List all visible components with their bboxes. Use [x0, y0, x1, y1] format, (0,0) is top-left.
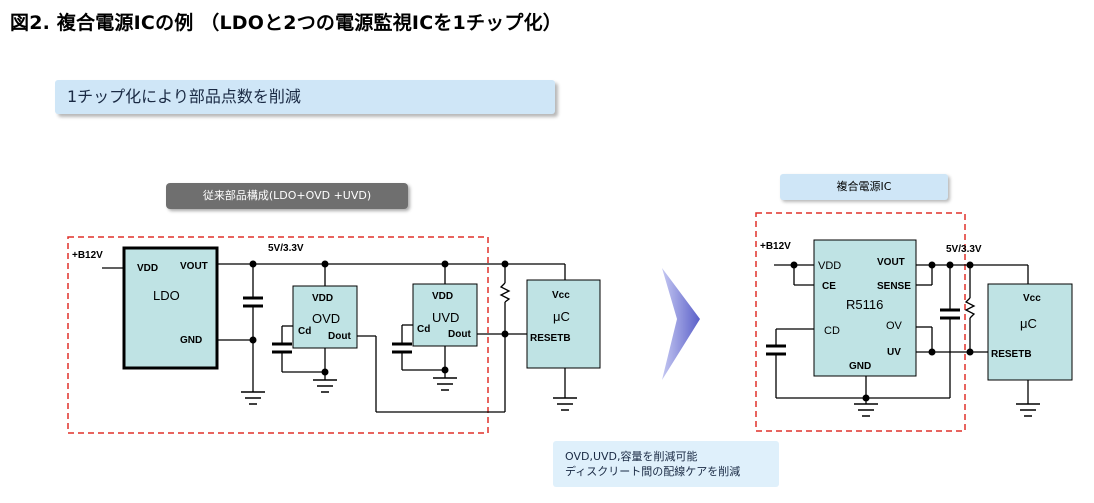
- r5116-ce-label: CE: [822, 281, 836, 292]
- left-mcu-vcc-label: Vcc: [552, 290, 570, 301]
- right-rail-label: 5V/3.3V: [946, 244, 982, 255]
- ldo-vout-label: VOUT: [180, 261, 208, 272]
- uvd-name-label: UVD: [432, 310, 459, 325]
- r5116-ov-label: OV: [886, 320, 903, 332]
- r5116-vout-label: VOUT: [877, 257, 905, 268]
- right-mcu-name-label: μC: [1020, 316, 1037, 331]
- ovd-dout-label: Dout: [328, 331, 351, 342]
- left-input-label: +B12V: [72, 250, 103, 261]
- right-ground-symbols: [854, 403, 1040, 417]
- r5116-block: [813, 239, 917, 377]
- right-capacitors: [766, 308, 960, 356]
- left-mcu-reset-label: RESETB: [530, 333, 571, 344]
- uvd-cd-label: Cd: [417, 324, 430, 335]
- benefit-note-line1: OVD,UVD,容量を削減可能: [565, 450, 698, 463]
- composite-ic-label: 複合電源IC: [780, 174, 948, 200]
- r5116-cd-label: CD: [824, 325, 840, 337]
- right-dashed-frame: [755, 212, 966, 432]
- benefit-note-line2: ディスクリート間の配線ケアを削減: [565, 465, 741, 478]
- left-mcu-block: [526, 279, 601, 369]
- left-rail-label: 5V/3.3V: [268, 243, 304, 254]
- ovd-vdd-label: VDD: [312, 293, 333, 304]
- left-dashed-frame: [67, 236, 489, 434]
- ovd-block: [292, 285, 358, 349]
- left-ground-symbols: [241, 377, 577, 411]
- uvd-dout-label: Dout: [448, 329, 471, 340]
- ldo-vdd-label: VDD: [137, 263, 158, 274]
- ovd-cd-label: Cd: [298, 326, 311, 337]
- r5116-gnd-label: GND: [849, 361, 871, 372]
- page-title: 図2. 複合電源ICの例 （LDOと2つの電源監視ICを1チップ化）: [10, 12, 562, 34]
- ldo-block: [122, 246, 219, 370]
- benefit-note: OVD,UVD,容量を削減可能 ディスクリート間の配線ケアを削減: [553, 441, 779, 487]
- right-mcu-vcc-label: Vcc: [1023, 293, 1041, 304]
- uvd-vdd-label: VDD: [432, 291, 453, 302]
- right-junctions: [790, 261, 974, 402]
- r5116-sense-label: SENSE: [877, 281, 911, 292]
- right-mcu-reset-label: RESETB: [991, 349, 1032, 360]
- summary-banner: 1チップ化により部品点数を削減: [55, 80, 555, 114]
- r5116-name-label: R5116: [846, 297, 883, 312]
- ovd-name-label: OVD: [312, 311, 340, 326]
- conventional-config-label: 従来部品構成(LDO+OVD +UVD): [166, 183, 408, 209]
- right-input-label: +B12V: [760, 241, 791, 252]
- left-capacitors: [243, 296, 412, 354]
- ldo-gnd-label: GND: [180, 335, 202, 346]
- left-junctions: [249, 260, 509, 376]
- r5116-uv-label: UV: [887, 347, 901, 358]
- left-mcu-name-label: μC: [553, 309, 570, 324]
- r5116-vdd-label: VDD: [818, 260, 841, 272]
- right-mcu-block: [987, 283, 1073, 381]
- ldo-name-label: LDO: [153, 288, 180, 303]
- uvd-block: [412, 283, 478, 347]
- transform-arrow: [662, 268, 700, 380]
